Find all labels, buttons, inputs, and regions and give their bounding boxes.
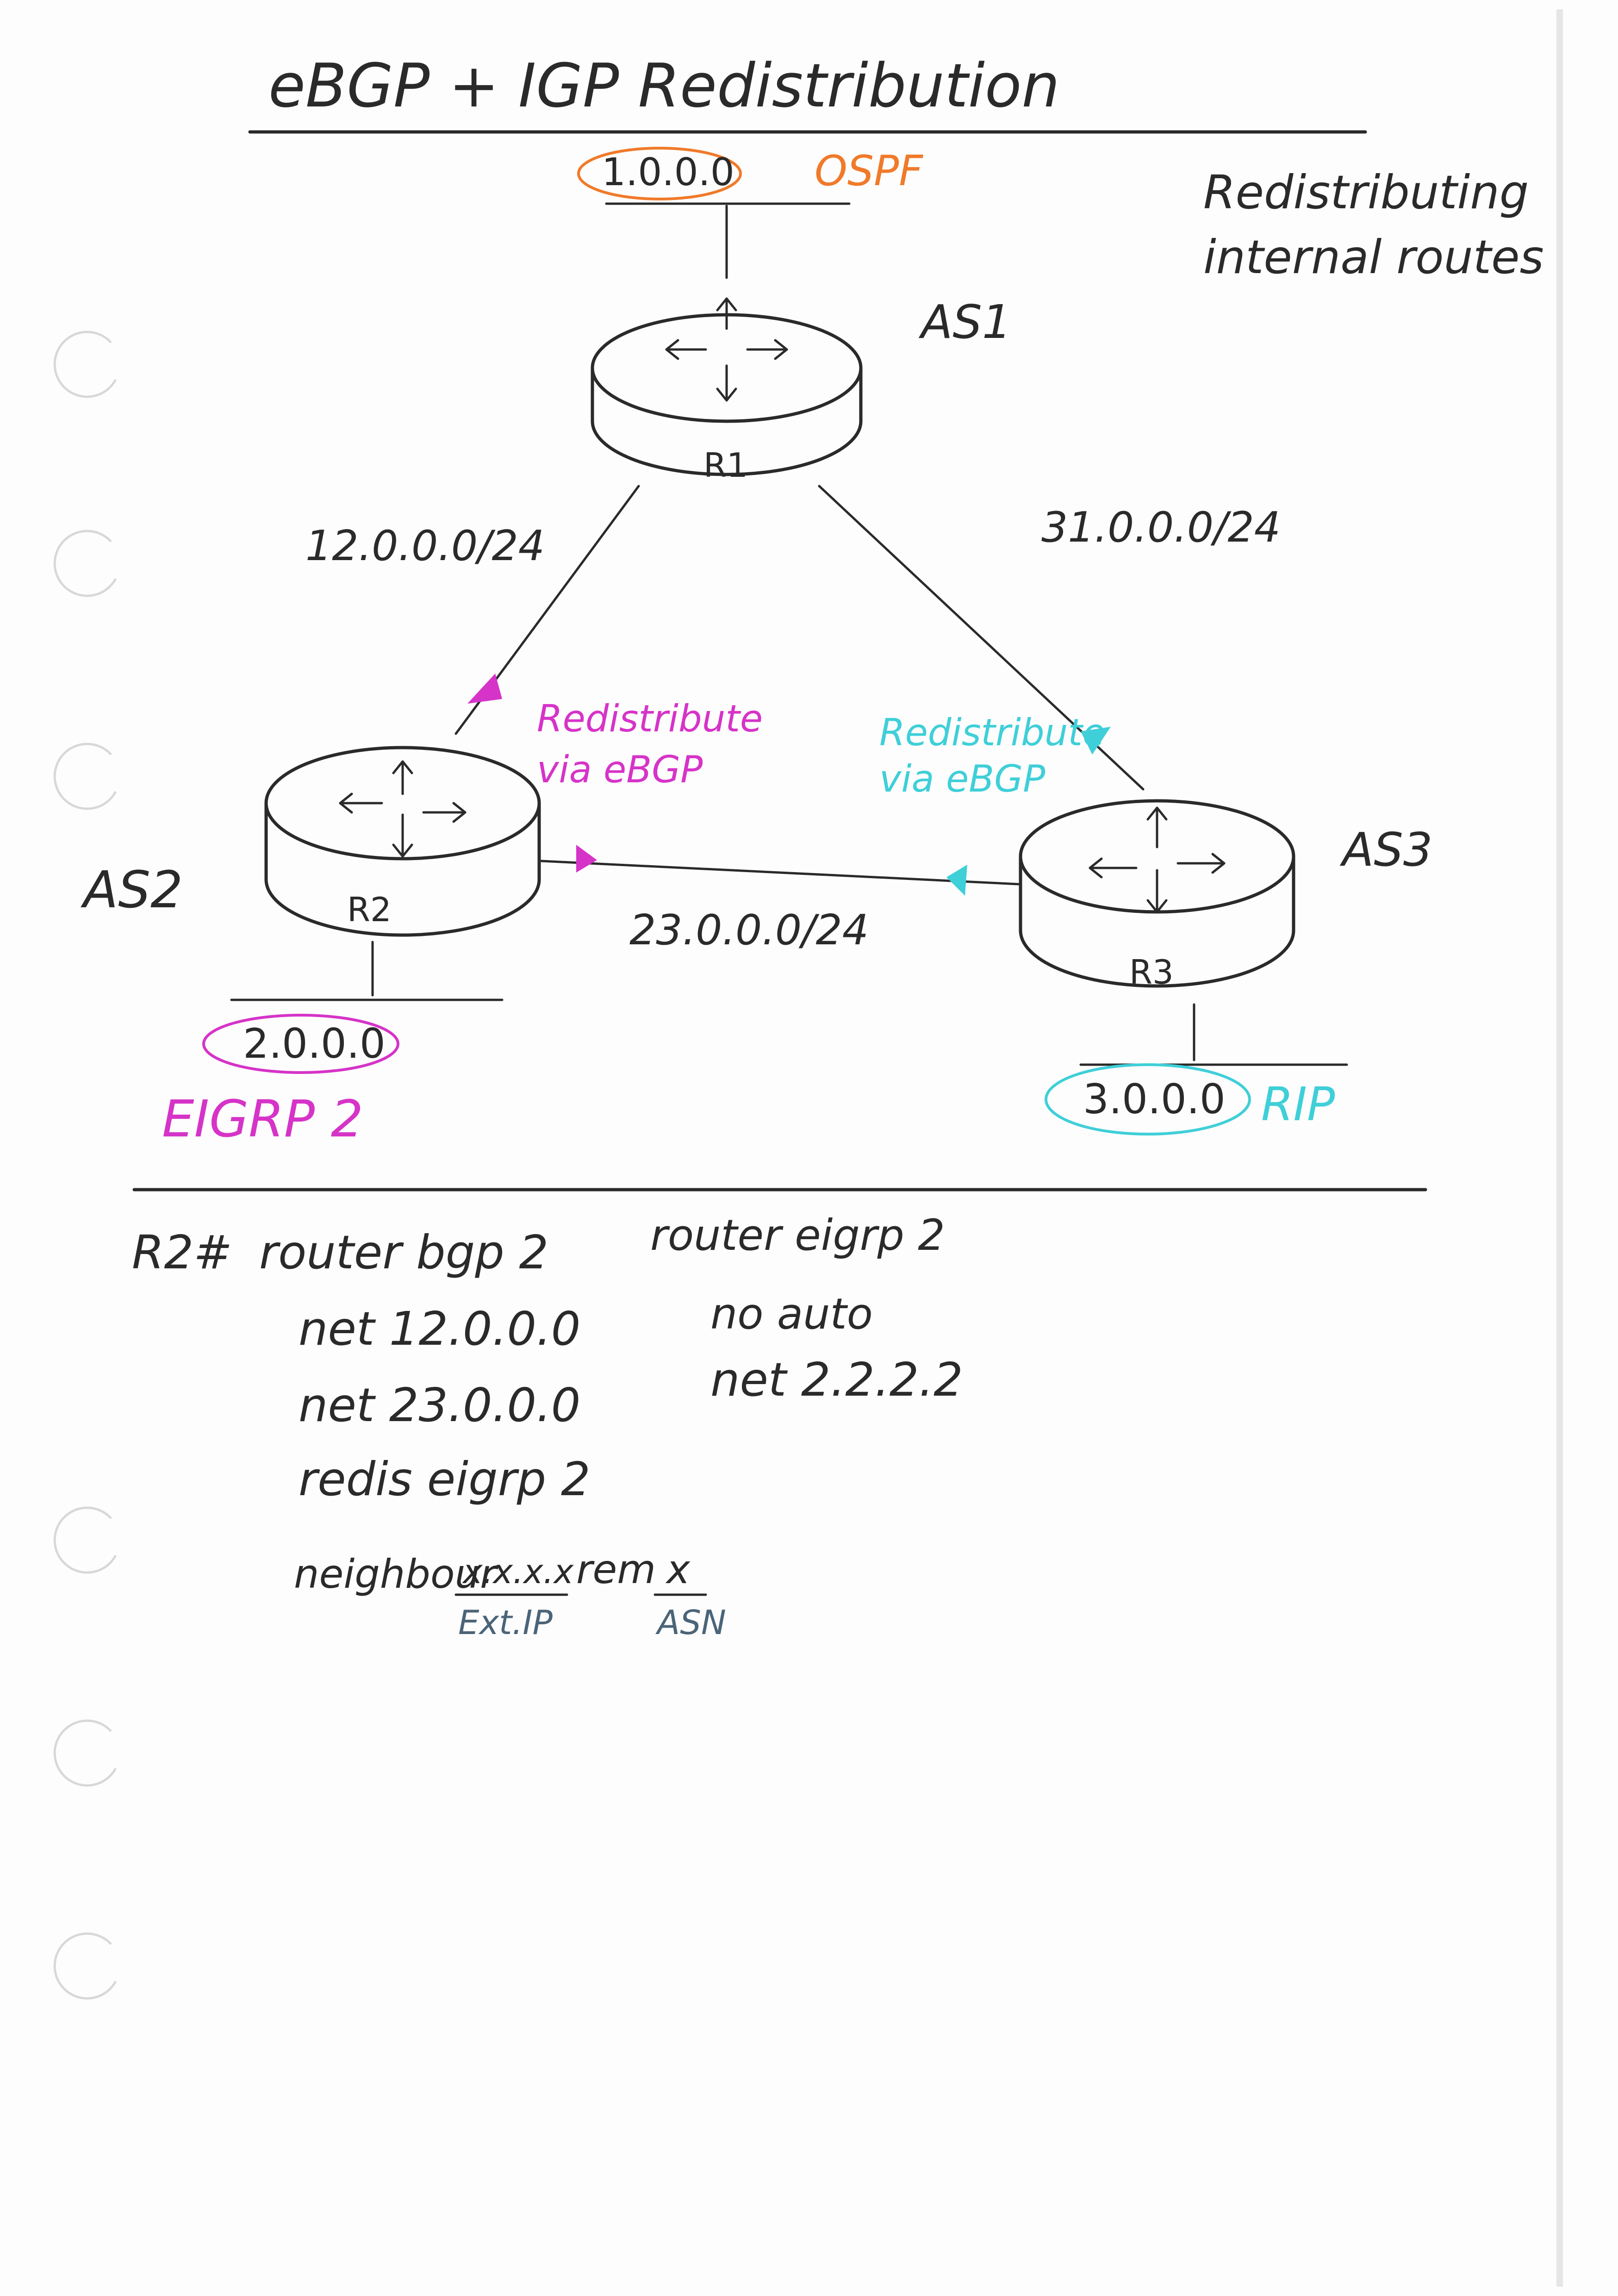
- router-r2: R2: [264, 746, 541, 937]
- router-r3-arrows-icon: [1089, 806, 1226, 913]
- as3-label: AS3: [1339, 823, 1433, 877]
- redistribute-arrow-r2-up: [467, 674, 502, 704]
- config-neighbour-rem: rem: [576, 1547, 656, 1593]
- config-bgp-line: net 23.0.0.0: [299, 1378, 580, 1432]
- r3-redistribute-note-line1: Redistribute: [879, 711, 1105, 754]
- config-neighbour-asn: x: [665, 1547, 691, 1593]
- router-r3-label: R3: [1129, 953, 1174, 992]
- config-prompt: R2#: [132, 1225, 232, 1279]
- link-label-r2-r3: 23.0.0.0/24: [629, 906, 869, 955]
- neighbour-ip-caption: Ext.IP: [458, 1603, 553, 1642]
- side-note-line2: internal routes: [1203, 230, 1544, 284]
- as2-label: AS2: [81, 860, 183, 919]
- binder-holes: [53, 331, 117, 2000]
- router-r1-arrows-icon: [665, 297, 788, 402]
- r3-network-protocol: RIP: [1261, 1077, 1335, 1131]
- router-r1-label: R1: [703, 446, 748, 485]
- neighbour-asn-caption: ASN: [655, 1603, 726, 1642]
- link-label-r1-r2: 12.0.0.0/24: [305, 522, 545, 570]
- config-eigrp-line: net 2.2.2.2: [710, 1353, 963, 1407]
- config-eigrp-line: no auto: [710, 1289, 873, 1339]
- link-r2-r3: [540, 860, 1020, 886]
- r3-network-address: 3.0.0.0: [1083, 1075, 1226, 1123]
- r1-network-protocol: OSPF: [815, 147, 923, 195]
- r1-network-ring: [577, 147, 742, 200]
- page-title: eBGP + IGP Redistribution: [268, 50, 1060, 121]
- router-r3: R3: [1019, 799, 1295, 992]
- redistribute-arrow-r2-right: [576, 845, 597, 873]
- config-eigrp-header: router eigrp 2: [650, 1210, 945, 1260]
- r3-redistribute-note-line2: via eBGP: [879, 757, 1045, 800]
- router-r2-arrows-icon: [339, 760, 467, 858]
- config-neighbour-keyword: neighbour: [294, 1551, 498, 1597]
- router-r1: R1: [591, 297, 863, 485]
- r2-network-protocol: EIGRP 2: [162, 1089, 363, 1148]
- as1-label: AS1: [918, 295, 1012, 349]
- link-label-r1-r3: 31.0.0.0/24: [1041, 503, 1281, 552]
- redistribute-arrow-r3-left: [946, 865, 967, 896]
- r2-redistribute-note-line1: Redistribute: [537, 697, 763, 740]
- r2-redistribute-note-line2: via eBGP: [537, 748, 703, 791]
- r3-network-ring: [1045, 1063, 1251, 1136]
- config-bgp-header: router bgp 2: [259, 1225, 548, 1279]
- r2-network-ring: [202, 1014, 399, 1074]
- side-note-line1: Redistributing: [1203, 165, 1529, 219]
- r2-network-address: 2.0.0.0: [243, 1020, 386, 1067]
- redistribute-arrow-r3-up: [1081, 727, 1111, 755]
- config-bgp-line: redis eigrp 2: [299, 1452, 591, 1506]
- r1-network-address: 1.0.0.0: [602, 150, 734, 194]
- config-bgp-line: net 12.0.0.0: [299, 1302, 580, 1356]
- router-r2-label: R2: [347, 890, 392, 929]
- config-neighbour-ip: x.x.x.x: [462, 1552, 574, 1591]
